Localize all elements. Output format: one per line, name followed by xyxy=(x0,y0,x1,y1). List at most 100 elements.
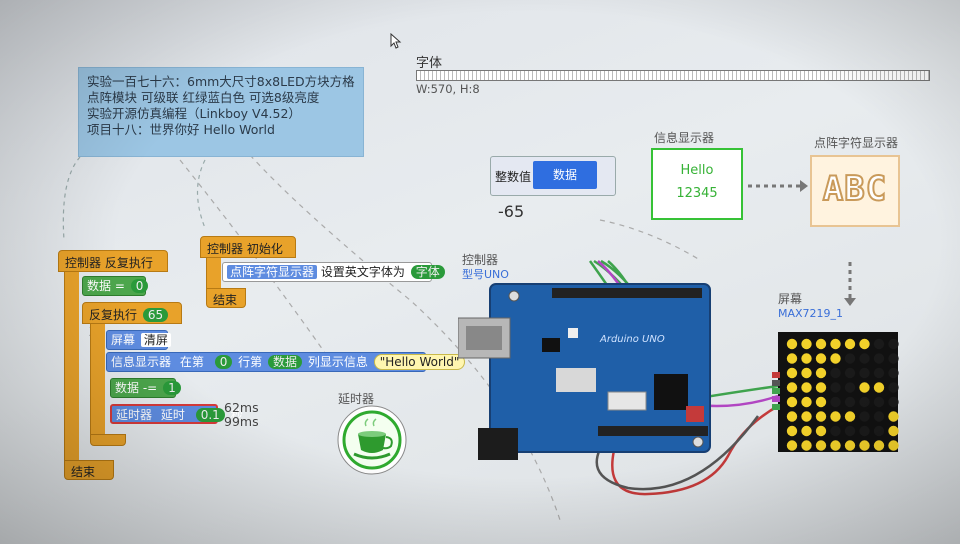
int-type-label: 整数值 xyxy=(495,170,532,184)
led-dot xyxy=(859,353,870,364)
led-dot xyxy=(786,367,798,379)
led-dot xyxy=(888,396,899,408)
arduino-uno-board[interactable]: Arduino UNO xyxy=(458,256,788,500)
show-info-block[interactable]: 信息显示器 在第 0 行第 数据 列显示信息 "Hello World" xyxy=(106,352,466,372)
led-dot xyxy=(888,411,899,422)
led-dot xyxy=(888,367,899,379)
led-dot xyxy=(859,396,870,408)
led-dot xyxy=(830,382,841,393)
show-row-unit: 行第 xyxy=(238,355,263,369)
screen-label: 屏幕 xyxy=(778,292,803,306)
repeat-end xyxy=(90,434,126,446)
delay-block[interactable]: 延时器 延时 0.1 秒 xyxy=(110,404,243,424)
led-dot xyxy=(873,425,885,437)
led-dot xyxy=(801,353,812,364)
assign-value[interactable]: 0 xyxy=(130,279,149,293)
assign-block[interactable]: 数据 = 0 xyxy=(82,276,149,296)
delay-unit: 秒 xyxy=(230,408,243,422)
led-dot xyxy=(873,411,885,422)
delay-value[interactable]: 0.1 xyxy=(195,408,225,422)
led-dot xyxy=(873,396,885,408)
led-dot xyxy=(801,425,812,437)
board-label: Arduino UNO xyxy=(599,334,665,345)
led-dot xyxy=(801,396,812,408)
led-dot xyxy=(859,382,870,393)
led-dot xyxy=(786,396,798,408)
dot-display-widget[interactable]: ABC xyxy=(810,155,900,227)
teacup-timer-icon[interactable] xyxy=(336,404,408,476)
experiment-note: 实验一百七十六：6mm大尺寸8x8LED方块方格 点阵模块 可级联 红绿蓝白色 … xyxy=(78,67,364,157)
font-size-readout: W:570, H:8 xyxy=(416,82,480,96)
set-font-tag[interactable]: 字体 xyxy=(410,265,445,279)
led-dot xyxy=(786,411,798,422)
set-font-block[interactable]: 点阵字符显示器 设置英文字体为 字体 xyxy=(222,262,445,282)
decrement-block[interactable]: 数据 -= 1 xyxy=(110,378,181,398)
led-dot xyxy=(859,425,870,437)
repeat-label: 反复执行 xyxy=(89,308,138,322)
init-end-block[interactable]: 结束 xyxy=(206,288,246,308)
led-dot xyxy=(830,367,841,379)
led-dot xyxy=(815,367,827,379)
font-bitmap-strip[interactable] xyxy=(416,70,930,81)
set-font-target: 点阵字符显示器 xyxy=(227,265,318,279)
led-dot xyxy=(873,440,885,451)
led-dot xyxy=(801,367,812,379)
led-dot xyxy=(786,338,798,350)
timing-2: 99ms xyxy=(224,414,259,429)
show-target: 信息显示器 xyxy=(111,355,172,369)
dot-display-text: ABC xyxy=(822,168,888,210)
repeat-stem xyxy=(90,324,105,436)
led-dot xyxy=(815,411,827,422)
dot-display-title: 点阵字符显示器 xyxy=(814,136,899,150)
info-display-widget[interactable]: Hello 12345 xyxy=(651,148,743,220)
led-dot xyxy=(786,440,798,451)
led-dot xyxy=(786,425,798,437)
info-display-title: 信息显示器 xyxy=(654,131,715,145)
clear-target: 屏幕 xyxy=(111,333,136,347)
clear-action: 清屏 xyxy=(140,333,171,347)
int-var-name: 数据 xyxy=(533,161,597,189)
show-col-var[interactable]: 数据 xyxy=(268,355,303,369)
led-dot xyxy=(844,440,856,451)
led-dot xyxy=(815,338,827,350)
show-at: 在第 xyxy=(179,355,204,369)
led-dot xyxy=(815,425,827,437)
dec-value[interactable]: 1 xyxy=(163,381,181,395)
led-matrix-display[interactable] xyxy=(772,330,902,454)
timer-label: 延时器 xyxy=(338,392,375,406)
led-dot xyxy=(873,382,885,393)
led-dot xyxy=(815,382,827,393)
led-dot xyxy=(859,440,870,451)
note-line-3: 实验开源仿真编程（Linkboy V4.52） xyxy=(87,106,301,121)
led-dot xyxy=(844,425,856,437)
loop-stem xyxy=(64,272,79,462)
led-dot xyxy=(801,382,812,393)
repeat-block[interactable]: 反复执行 65 次 xyxy=(82,302,182,339)
led-dot xyxy=(844,353,856,364)
clear-screen-block[interactable]: 屏幕 清屏 xyxy=(106,330,171,350)
repeat-count[interactable]: 65 xyxy=(142,308,169,322)
led-dot xyxy=(830,411,841,422)
led-dot xyxy=(815,396,827,408)
init-hat-block[interactable]: 控制器 初始化 xyxy=(200,236,296,258)
loop-end-block[interactable]: 结束 xyxy=(64,460,114,480)
led-dot xyxy=(888,425,899,437)
led-dot xyxy=(844,338,856,350)
mouse-cursor-icon xyxy=(390,33,402,49)
led-dot xyxy=(844,382,856,393)
int-variable-widget[interactable]: 整数值 数据 xyxy=(490,156,616,196)
assign-var: 数据 xyxy=(87,279,112,293)
show-col-unit: 列显示信息 xyxy=(307,355,368,369)
led-dot xyxy=(873,367,885,379)
int-value: -65 xyxy=(498,202,525,221)
led-dot xyxy=(859,367,870,379)
led-dot xyxy=(815,440,827,451)
led-dot xyxy=(888,338,899,350)
show-row[interactable]: 0 xyxy=(214,355,233,369)
loop-hat-block[interactable]: 控制器 反复执行 xyxy=(58,250,168,272)
led-dot xyxy=(844,396,856,408)
led-dot xyxy=(844,411,856,422)
show-text[interactable]: "Hello World" xyxy=(373,354,466,370)
font-label: 字体 xyxy=(416,56,443,71)
note-line-4: 项目十八：世界你好 Hello World xyxy=(87,122,275,137)
